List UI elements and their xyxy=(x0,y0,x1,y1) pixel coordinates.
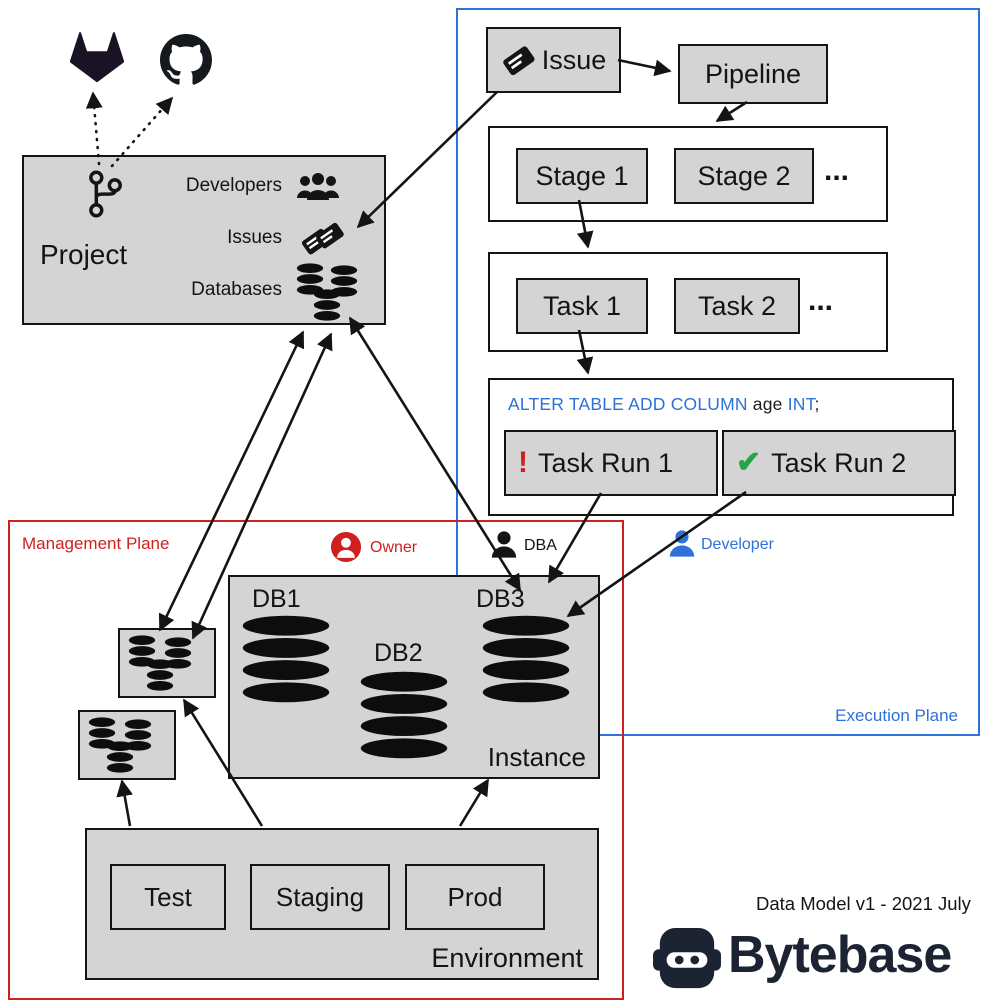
issues-icon xyxy=(300,219,352,259)
dba-person-icon xyxy=(491,531,517,558)
database-stack-icon xyxy=(146,659,174,691)
environment-test-label: Test xyxy=(144,881,192,912)
task-runs-group: ALTER TABLE ADD COLUMN age INT; ! Task R… xyxy=(488,378,956,516)
bytebase-wordmark: Bytebase xyxy=(728,926,952,984)
issue-note-icon xyxy=(314,221,345,250)
database-cluster-2 xyxy=(78,710,176,780)
project-title: Project xyxy=(40,239,128,270)
environment-node: Test Staging Prod Environment xyxy=(85,828,599,980)
stages-ellipsis: ... xyxy=(824,154,850,187)
issue-label: Issue xyxy=(541,44,607,75)
db2-database-icon xyxy=(360,671,448,759)
db2-label: DB2 xyxy=(374,639,423,667)
owner-person-icon xyxy=(330,531,362,563)
database-cluster-1 xyxy=(118,628,216,698)
tasks-ellipsis: ... xyxy=(808,284,834,317)
db1-database-icon xyxy=(242,615,330,703)
execution-plane-label: Execution Plane xyxy=(835,706,958,725)
developer-role-label: Developer xyxy=(701,536,774,553)
task-1-label: Task 1 xyxy=(542,290,622,321)
sql-keyword-2: INT xyxy=(787,394,815,414)
project-row-developers-label: Developers xyxy=(185,175,282,196)
bytebase-logo-icon xyxy=(653,927,721,989)
dba-role-label: DBA xyxy=(524,537,557,554)
sql-statement: ALTER TABLE ADD COLUMN age INT; xyxy=(508,394,820,415)
database-stack-icon xyxy=(313,289,341,321)
environment-staging-node: Staging xyxy=(250,864,390,930)
github-icon xyxy=(160,34,212,85)
project-node: Project Developers Issues Databases xyxy=(22,155,386,325)
environment-test-node: Test xyxy=(110,864,226,930)
pipeline-label: Pipeline xyxy=(704,58,802,89)
stage-1-label: Stage 1 xyxy=(535,160,629,191)
task-run-2-node: ✔ Task Run 2 xyxy=(722,430,956,496)
check-icon: ✔ xyxy=(736,446,762,479)
caption-version: Data Model v1 - 2021 July xyxy=(756,893,971,914)
db1-label: DB1 xyxy=(252,585,301,613)
instance-label: Instance xyxy=(487,742,586,772)
issue-node: Issue xyxy=(486,27,621,93)
gitlab-icon xyxy=(70,32,124,83)
developers-people-icon xyxy=(297,173,339,200)
task-2-node: Task 2 xyxy=(674,278,800,334)
db3-label: DB3 xyxy=(476,585,525,613)
issue-icon xyxy=(501,45,536,77)
sql-keyword-1: ALTER TABLE ADD COLUMN xyxy=(508,394,748,414)
exclamation-icon: ! xyxy=(518,446,528,479)
task-run-1-label: Task Run 1 xyxy=(538,447,674,478)
task-run-2-label: Task Run 2 xyxy=(771,447,907,478)
sql-terminator: ; xyxy=(814,394,820,414)
task-1-node: Task 1 xyxy=(516,278,648,334)
stage-2-node: Stage 2 xyxy=(674,148,814,204)
pipeline-node: Pipeline xyxy=(678,44,828,104)
task-2-label: Task 2 xyxy=(697,290,777,321)
management-plane-label: Management Plane xyxy=(22,534,170,553)
databases-icon xyxy=(296,263,366,323)
task-run-1-node: ! Task Run 1 xyxy=(504,430,718,496)
environment-staging-label: Staging xyxy=(275,881,365,912)
db3-database-icon xyxy=(482,615,570,703)
stage-1-node: Stage 1 xyxy=(516,148,648,204)
owner-role-label: Owner xyxy=(370,539,418,556)
environment-prod-label: Prod xyxy=(447,881,503,912)
instance-node: DB1 DB2 DB3 Instance xyxy=(228,575,600,779)
developer-person-icon xyxy=(669,530,695,557)
git-branch-icon xyxy=(89,170,122,218)
tasks-group: Task 1 Task 2 ... xyxy=(488,252,888,352)
sql-argument: age xyxy=(747,394,788,414)
stage-2-label: Stage 2 xyxy=(697,160,791,191)
stages-group: Stage 1 Stage 2 ... xyxy=(488,126,888,222)
database-stack-icon xyxy=(106,741,134,773)
project-row-issues-label: Issues xyxy=(227,227,282,248)
environment-prod-node: Prod xyxy=(405,864,545,930)
environment-label: Environment xyxy=(431,943,583,973)
arrow-git-to-gitlab xyxy=(85,91,103,166)
project-row-databases-label: Databases xyxy=(191,279,282,300)
